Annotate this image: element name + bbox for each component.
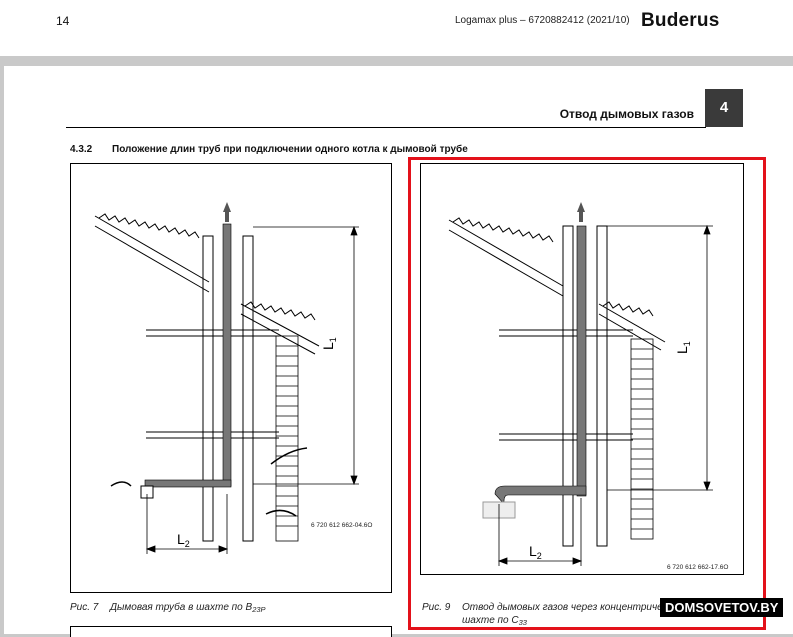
caption-text: Отвод дымовых газов через концентричес — [462, 602, 668, 613]
document-title: Logamax plus – 6720882412 (2021/10) — [455, 15, 630, 26]
l1-dimension — [253, 225, 359, 486]
subsection-number: 4.3.2 — [70, 144, 93, 155]
page-number: 14 — [56, 14, 70, 28]
floor-lines — [499, 329, 633, 441]
figure-code: 6 720 612 662-04.6O — [311, 522, 373, 529]
l2-dimension — [497, 498, 583, 566]
flue-pipe — [144, 223, 232, 488]
caption-label: Рис. 7 — [70, 602, 99, 613]
page-header: 14 Logamax plus – 6720882412 (2021/10) B… — [0, 0, 793, 56]
caption-subscript: 23P — [252, 605, 266, 614]
section-number-badge: 4 — [705, 89, 743, 127]
label-l1: L1 — [320, 337, 338, 350]
brick-wall — [275, 335, 299, 542]
exhaust-arrow — [223, 202, 231, 212]
caption-subscript: 33 — [518, 618, 527, 627]
figure-7: L1 L2 6 720 612 662-04.6O — [70, 163, 392, 593]
air-arrows — [110, 447, 308, 517]
figure-7-caption: Рис. 7 Дымовая труба в шахте по B23P — [70, 601, 266, 616]
figure-9-diagram: L1 L2 — [448, 202, 713, 566]
exhaust-arrow — [577, 202, 585, 212]
figure-9-caption: Рис. 9 Отвод дымовых газов через концентр… — [422, 601, 668, 629]
label-l2: L2 — [529, 543, 542, 561]
label-l2: L2 — [177, 531, 190, 549]
l1-dimension — [607, 224, 713, 492]
label-l1: L1 — [674, 341, 692, 354]
next-figure-frame — [70, 626, 392, 637]
section-title: Отвод дымовых газов — [559, 107, 694, 121]
l2-dimension — [145, 494, 229, 554]
caption-label: Рис. 9 — [422, 602, 451, 613]
concentric-pipe — [494, 225, 587, 505]
figure-7-diagram: L1 L2 — [94, 202, 359, 554]
brand-logo: Buderus — [641, 10, 720, 31]
caption-text: Дымовая труба в шахте по B — [110, 602, 253, 613]
roof-left — [448, 217, 564, 297]
subsection-heading: 4.3.2 Положение длин труб при подключении… — [70, 144, 468, 155]
figure-9: L1 L2 6 720 612 662-17.6O — [420, 163, 744, 575]
highlight-frame — [408, 157, 766, 630]
figure-code: 6 720 612 662-17.6O — [667, 564, 729, 571]
shaft — [202, 235, 254, 542]
section-header: Отвод дымовых газов — [66, 97, 706, 128]
shaft — [562, 225, 608, 547]
brick-wall — [630, 338, 654, 540]
subsection-title: Положение длин труб при подключении одно… — [112, 144, 468, 155]
roof-left — [94, 213, 210, 293]
caption-text-line2: шахте по C — [462, 615, 519, 626]
roof-right — [598, 301, 666, 351]
watermark: DOMSOVETOV.BY — [660, 598, 784, 617]
